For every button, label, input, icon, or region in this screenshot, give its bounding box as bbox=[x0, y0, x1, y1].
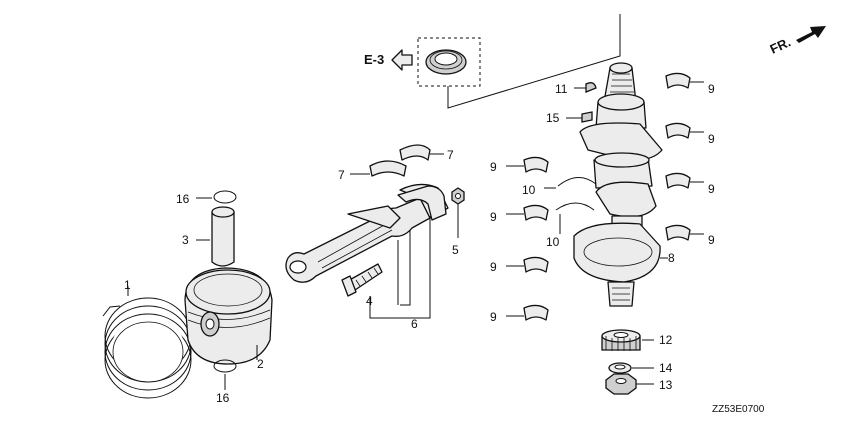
thrust-washer-lower bbox=[555, 202, 595, 234]
callout-9-l2: 9 bbox=[490, 210, 497, 224]
crankshaft-gear bbox=[601, 329, 654, 351]
front-direction-indicator: FR. bbox=[768, 26, 826, 57]
thrust-washer-upper bbox=[544, 177, 597, 189]
callout-9-r1: 9 bbox=[708, 82, 715, 96]
callout-9-r4: 9 bbox=[708, 233, 715, 247]
callout-12: 12 bbox=[659, 333, 673, 347]
main-bearing-r4 bbox=[665, 224, 704, 241]
callout-16-upper: 16 bbox=[176, 192, 190, 206]
connecting-rod-cap bbox=[397, 185, 447, 221]
main-bearing-l3 bbox=[506, 256, 549, 273]
main-bearing-l1 bbox=[506, 156, 549, 173]
connecting-rod-bolt bbox=[341, 263, 430, 319]
woodruff-key-11 bbox=[574, 82, 597, 93]
main-bearing-r2 bbox=[665, 122, 704, 139]
drawing-code: ZZ53E0700 bbox=[712, 404, 765, 415]
callout-10-lower: 10 bbox=[546, 235, 560, 249]
callout-10-upper: 10 bbox=[522, 183, 536, 197]
reference-e3: E-3 bbox=[364, 14, 621, 109]
oil-seal bbox=[425, 49, 467, 75]
callout-9-l1: 9 bbox=[490, 160, 497, 174]
piston-pin-clip-top bbox=[196, 190, 237, 204]
front-direction-arrow-icon bbox=[796, 26, 826, 43]
callout-9-l4: 9 bbox=[490, 310, 497, 324]
gear-washer bbox=[608, 362, 654, 374]
main-bearing-r1 bbox=[665, 72, 704, 89]
piston-pin bbox=[196, 206, 235, 267]
reference-arrow-icon bbox=[391, 49, 413, 71]
rod-bearing-upper bbox=[399, 144, 444, 161]
front-direction-label: FR. bbox=[768, 34, 793, 56]
piston-ring-set bbox=[102, 286, 192, 399]
callout-11: 11 bbox=[555, 82, 568, 96]
crankshaft bbox=[573, 62, 668, 307]
woodruff-key-15 bbox=[566, 111, 593, 123]
callout-8: 8 bbox=[668, 251, 675, 265]
main-bearing-r3 bbox=[665, 172, 704, 189]
callout-9-r2: 9 bbox=[708, 132, 715, 146]
callout-7-upper: 7 bbox=[447, 148, 454, 162]
main-bearing-l4 bbox=[506, 304, 549, 321]
callout-1: 1 bbox=[124, 278, 131, 292]
callout-6: 6 bbox=[411, 317, 418, 331]
callout-5: 5 bbox=[452, 243, 459, 257]
reference-label: E-3 bbox=[364, 52, 384, 67]
connecting-rod-nut bbox=[451, 187, 465, 238]
crankshaft-nut bbox=[605, 373, 654, 395]
callout-13: 13 bbox=[659, 378, 673, 392]
callout-15: 15 bbox=[546, 111, 560, 125]
callout-4: 4 bbox=[366, 294, 373, 308]
rod-bearing-lower bbox=[350, 160, 407, 177]
callout-2: 2 bbox=[257, 357, 264, 371]
callout-3: 3 bbox=[182, 233, 189, 247]
piston-pin-clip-bottom bbox=[213, 359, 237, 390]
callout-16-lower: 16 bbox=[216, 391, 230, 405]
main-bearing-l2 bbox=[506, 204, 549, 221]
callout-9-l3: 9 bbox=[490, 260, 497, 274]
callout-7-lower: 7 bbox=[338, 168, 345, 182]
callout-9-r3: 9 bbox=[708, 182, 715, 196]
piston bbox=[184, 267, 273, 365]
callout-14: 14 bbox=[659, 361, 673, 375]
reference-dashed-box bbox=[417, 37, 481, 87]
